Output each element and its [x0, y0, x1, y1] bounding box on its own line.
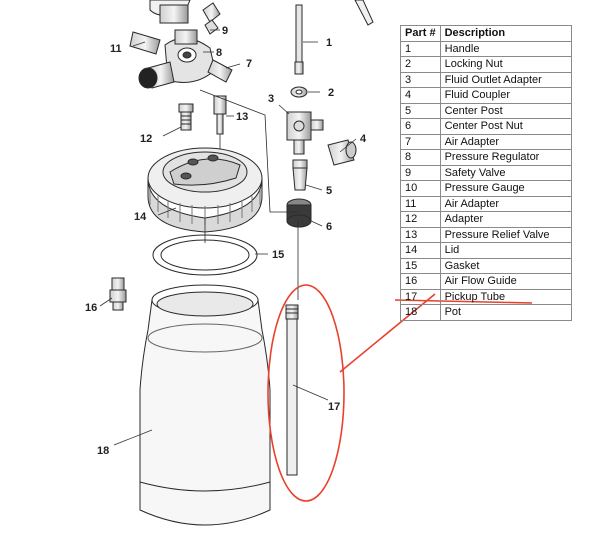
header-part-number: Part #	[400, 25, 441, 42]
description-cell: Air Flow Guide	[439, 273, 572, 290]
pickup-tube	[285, 304, 299, 476]
leader-lines	[99, 29, 357, 446]
fluid-outlet-adapter	[286, 111, 324, 155]
callout-1: 1	[326, 37, 332, 49]
part-number-cell: 16	[400, 273, 441, 290]
part-number-cell: 12	[400, 211, 441, 228]
callout-7: 7	[246, 58, 252, 70]
adapter-part	[178, 103, 194, 131]
part-number-cell: 8	[400, 149, 441, 166]
part-number-cell: 9	[400, 164, 441, 181]
callout-17: 17	[328, 401, 340, 413]
description-cell: Pressure Relief Valve	[439, 226, 572, 243]
lid	[147, 147, 263, 233]
part-number-cell: 18	[400, 304, 441, 321]
callout-5: 5	[326, 185, 332, 197]
description-cell: Gasket	[439, 257, 572, 274]
fluid-coupler	[327, 139, 357, 166]
part-number-cell: 3	[400, 71, 441, 88]
description-cell: Safety Valve	[439, 164, 572, 181]
locking-nut	[290, 86, 308, 98]
part-number-cell: 14	[400, 242, 441, 259]
part-number-cell: 10	[400, 180, 441, 197]
description-cell: Air Adapter	[439, 133, 572, 150]
description-cell: Pickup Tube	[439, 288, 572, 305]
callout-11: 11	[110, 43, 122, 55]
part-number-cell: 6	[400, 118, 441, 135]
air-flow-guide	[109, 277, 127, 311]
description-cell: Fluid Coupler	[439, 87, 572, 104]
center-post-nut	[286, 198, 312, 228]
callout-2: 2	[328, 87, 334, 99]
callout-3: 3	[268, 93, 274, 105]
callout-9: 9	[222, 25, 228, 37]
description-cell: Handle	[439, 40, 572, 57]
part-number-cell: 7	[400, 133, 441, 150]
handle-rod	[294, 0, 374, 75]
part-number-cell: 2	[400, 56, 441, 73]
highlight-ellipse	[267, 284, 345, 502]
callout-15: 15	[272, 249, 284, 261]
part-number-cell: 4	[400, 87, 441, 104]
pot	[139, 284, 271, 526]
part-number-cell: 5	[400, 102, 441, 119]
description-cell: Center Post	[439, 102, 572, 119]
part-number-cell: 1	[400, 40, 441, 57]
callout-18: 18	[97, 445, 109, 457]
callout-8: 8	[216, 47, 222, 59]
description-cell: Adapter	[439, 211, 572, 228]
description-cell: Center Post Nut	[439, 118, 572, 135]
description-cell: Air Adapter	[439, 195, 572, 212]
callout-13: 13	[236, 111, 248, 123]
center-post	[292, 159, 308, 191]
parts-table-header: Part # Description	[400, 25, 572, 42]
part-number-cell: 17	[400, 288, 441, 305]
callout-4: 4	[360, 133, 367, 145]
callout-14: 14	[134, 211, 147, 223]
callout-16: 16	[85, 302, 97, 314]
pressure-relief-valve	[213, 95, 227, 150]
callout-6: 6	[326, 221, 332, 233]
description-cell: Fluid Outlet Adapter	[439, 71, 572, 88]
callout-12: 12	[140, 133, 152, 145]
part-number-cell: 15	[400, 257, 441, 274]
part-number-cell: 11	[400, 195, 441, 212]
header-description: Description	[439, 25, 572, 42]
description-cell: Lid	[439, 242, 572, 259]
pressure-regulator	[129, 0, 233, 89]
part-number-cell: 13	[400, 226, 441, 243]
description-cell: Pot	[439, 304, 572, 321]
callout-labels: 1 2 3 4 5 6 7 8 9 11 12 13 14 15 16 17 1…	[85, 25, 367, 457]
description-cell: Locking Nut	[439, 56, 572, 73]
description-cell: Pressure Regulator	[439, 149, 572, 166]
description-cell: Pressure Gauge	[439, 180, 572, 197]
